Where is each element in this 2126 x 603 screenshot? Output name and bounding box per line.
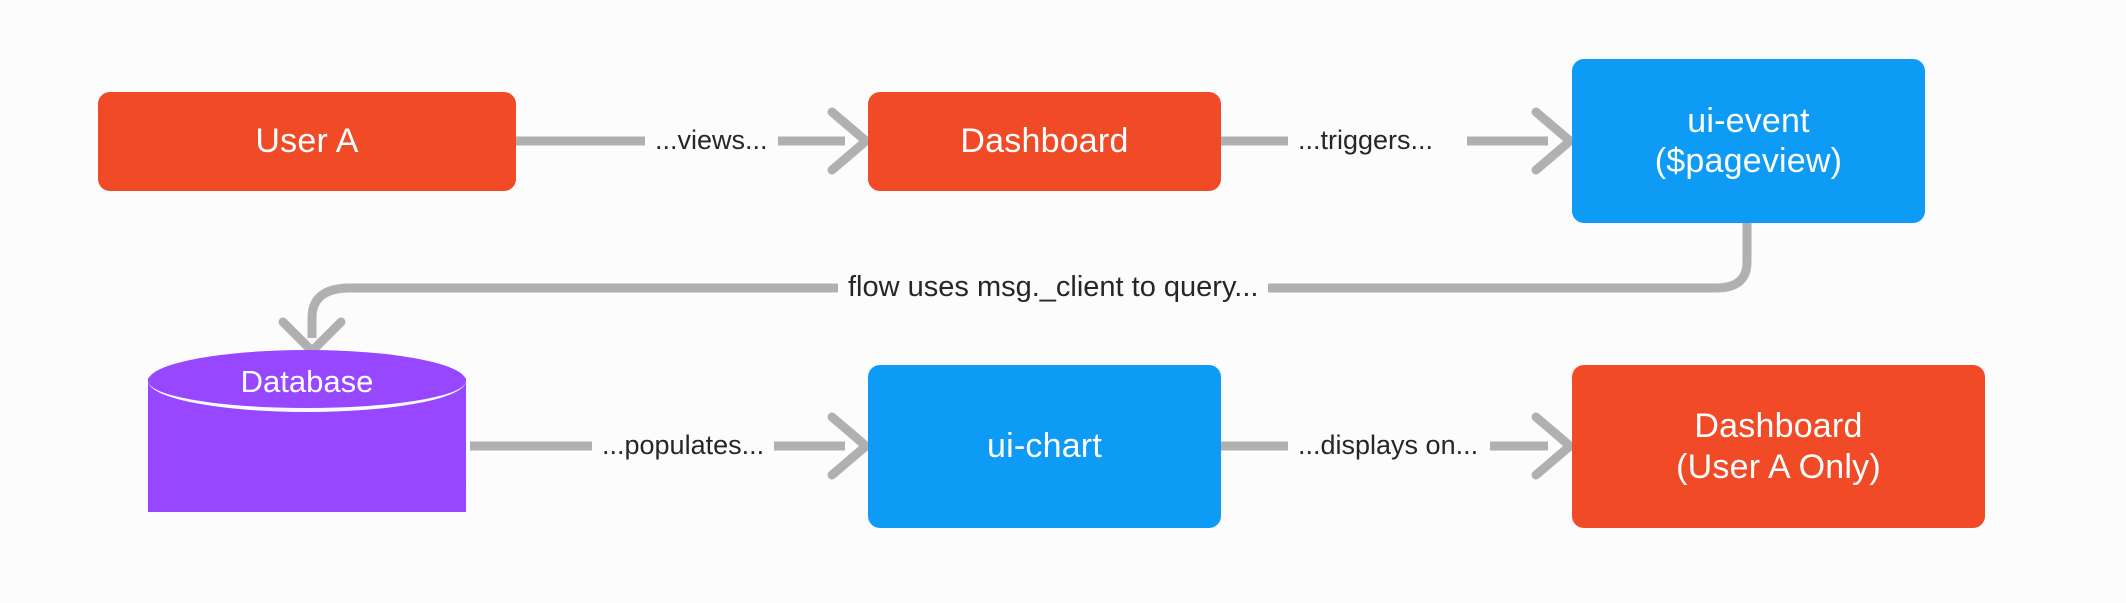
node-dashboard-user-a-only-label: Dashboard bbox=[1694, 407, 1863, 446]
node-dashboard-label: Dashboard bbox=[960, 122, 1129, 161]
edge-label-triggers: ...triggers... bbox=[1288, 125, 1444, 156]
arrowhead-query bbox=[278, 317, 346, 356]
node-dashboard-user-a-only[interactable]: Dashboard (User A Only) bbox=[1572, 365, 1985, 528]
node-ui-event[interactable]: ui-event ($pageview) bbox=[1572, 59, 1925, 223]
database-cylinder-bottom bbox=[148, 455, 466, 511]
arrowhead-displays bbox=[1531, 412, 1575, 480]
edge-label-displays-on: ...displays on... bbox=[1288, 430, 1489, 461]
edge-label-populates: ...populates... bbox=[592, 430, 775, 461]
edge-path-query-right bbox=[1238, 223, 1752, 293]
database-cylinder-top bbox=[148, 350, 466, 412]
node-user-a[interactable]: User A bbox=[98, 92, 516, 191]
arrowhead-views bbox=[827, 107, 871, 175]
edge-label-views: ...views... bbox=[645, 125, 778, 156]
arrowhead-populates bbox=[827, 412, 871, 480]
node-ui-chart[interactable]: ui-chart bbox=[868, 365, 1221, 528]
node-ui-event-label: ui-event bbox=[1687, 101, 1810, 140]
node-ui-event-sublabel: ($pageview) bbox=[1654, 142, 1843, 180]
node-database-label: Database bbox=[240, 364, 374, 399]
node-ui-chart-label: ui-chart bbox=[987, 427, 1102, 466]
node-user-a-label: User A bbox=[255, 122, 359, 161]
node-dashboard[interactable]: Dashboard bbox=[868, 92, 1221, 191]
edge-path-query-left bbox=[307, 283, 838, 338]
node-database[interactable]: Database bbox=[148, 350, 466, 540]
edge-label-query: flow uses msg._client to query... bbox=[838, 271, 1269, 304]
arrowhead-triggers bbox=[1531, 107, 1575, 175]
node-dashboard-user-a-only-sublabel: (User A Only) bbox=[1676, 447, 1881, 486]
